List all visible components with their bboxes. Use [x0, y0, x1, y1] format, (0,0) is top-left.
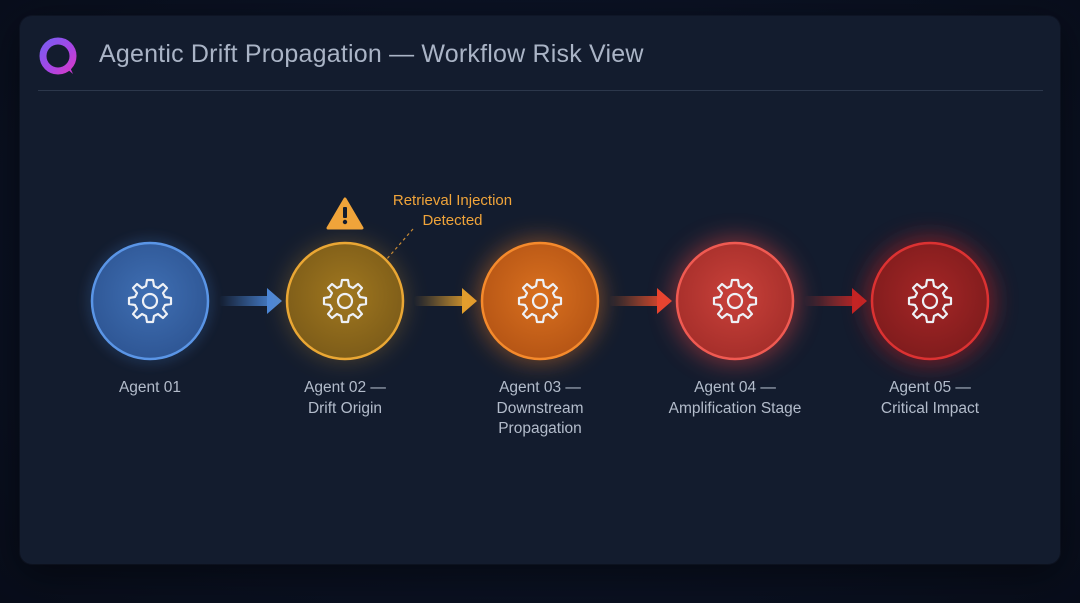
agent-label-01: Agent 01: [60, 378, 240, 399]
workflow-panel: Agentic Drift Propagation — Workflow Ris…: [20, 16, 1060, 564]
panel-header: Agentic Drift Propagation — Workflow Ris…: [20, 16, 1060, 92]
agent-node-02[interactable]: [285, 241, 405, 361]
agent-node-04[interactable]: [672, 238, 798, 364]
ring-logo-icon: [39, 37, 77, 75]
warning-triangle-icon: [326, 197, 364, 230]
connector-4-5: [804, 288, 867, 314]
agent-label-line: Agent 02 —: [304, 379, 386, 396]
connector-1-2: [219, 288, 282, 314]
agent-node-01[interactable]: [89, 240, 211, 362]
agent-node-05[interactable]: [866, 237, 994, 365]
agent-label-05: Agent 05 — Critical Impact: [840, 378, 1020, 419]
agent-label-line: Critical Impact: [880, 399, 980, 417]
agent-label-02: Agent 02 — Drift Origin: [255, 378, 435, 419]
agent-label-03: Agent 03 — Downstream Propagation: [450, 378, 630, 440]
agent-label-line: Propagation: [498, 420, 582, 437]
agent-label-line: Agent 01: [118, 379, 182, 396]
annotation-line-1: Retrieval Injection: [392, 192, 513, 209]
connector-2-3: [414, 288, 477, 314]
annotation-leader-line: [385, 228, 414, 261]
page-title: Agentic Drift Propagation — Workflow Ris…: [99, 40, 644, 68]
header-divider: [38, 90, 1043, 91]
agent-flow: Retrieval Injection Detected Agent 01 Ag…: [20, 16, 1060, 564]
agent-label-04: Agent 04 — Amplification Stage: [645, 378, 825, 419]
agent-label-line: Agent 05 —: [889, 379, 971, 396]
agent-label-line: Agent 04 —: [694, 379, 776, 396]
flow-diagram: [89, 197, 994, 365]
connector-3-4: [609, 288, 672, 314]
agent-label-line: Drift Origin: [307, 399, 383, 417]
annotation-label: Retrieval Injection Detected: [365, 191, 540, 231]
agent-label-line: Downstream: [496, 399, 584, 417]
agent-node-03[interactable]: [478, 239, 602, 363]
annotation-line-2: Detected: [422, 212, 483, 229]
agent-label-line: Amplification Stage: [668, 399, 802, 417]
agent-label-line: Agent 03 —: [499, 379, 581, 396]
